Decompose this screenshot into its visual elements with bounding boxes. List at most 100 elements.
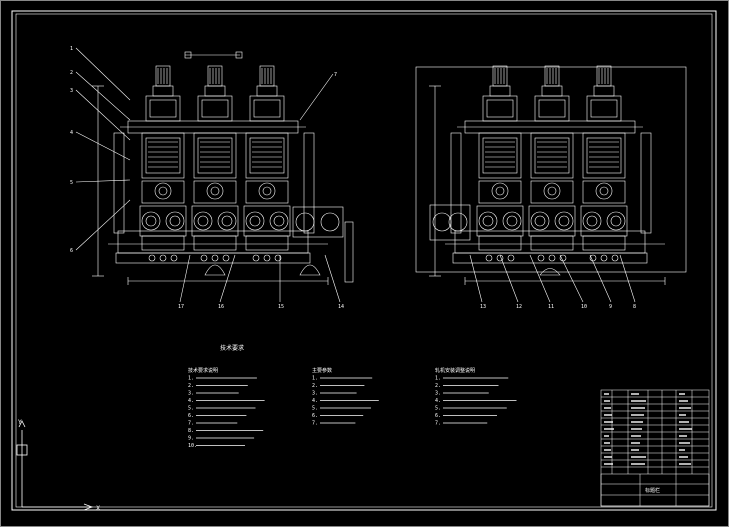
- note-line: 1.: [312, 376, 318, 382]
- stand-housing: [193, 132, 237, 179]
- ucs-y-label: Y: [17, 419, 22, 426]
- note-line: 6.: [312, 413, 318, 419]
- side-column: [113, 132, 125, 234]
- note-line: 7.: [312, 421, 318, 427]
- title-block-label: 标题栏: [645, 487, 660, 494]
- stand-base: [245, 235, 289, 251]
- stand-housing: [582, 132, 626, 179]
- support-roll: [245, 211, 265, 231]
- notes-heading: 技术要求: [220, 344, 244, 352]
- support-foot: [299, 264, 321, 276]
- work-roll: [595, 182, 613, 200]
- stand-base: [193, 235, 237, 251]
- side-column: [303, 132, 315, 234]
- leader-line: [75, 71, 131, 121]
- leader-line: [75, 89, 131, 141]
- callout-label: 2: [70, 70, 73, 76]
- gear-reducer: [429, 204, 471, 241]
- anchor-bolt: [252, 254, 260, 262]
- support-roll: [193, 211, 213, 231]
- anchor-bolt: [222, 254, 230, 262]
- drive-shaft: [344, 221, 354, 283]
- note-line: 5.: [188, 406, 194, 412]
- work-roll: [258, 182, 276, 200]
- anchor-bolt: [548, 254, 556, 262]
- callout-label: 1: [70, 46, 73, 52]
- base-frame: [117, 230, 309, 254]
- bearing-chock: [243, 205, 291, 237]
- upper-housing: [197, 95, 233, 122]
- note-line: 技术要求说明: [188, 367, 218, 374]
- note-line: 7.: [435, 421, 441, 427]
- stand-base: [582, 235, 626, 251]
- foundation-plate: [452, 252, 648, 264]
- upper-housing: [586, 95, 622, 122]
- title-block-bottom: [600, 473, 710, 507]
- note-line: 4.: [188, 398, 194, 404]
- callout-label: 17: [178, 304, 184, 310]
- screwdown-flange: [541, 85, 563, 97]
- note-line: 1.: [188, 376, 194, 382]
- gear: [295, 212, 315, 232]
- gear: [448, 212, 468, 232]
- anchor-bolt: [200, 254, 208, 262]
- callout-label: 5: [70, 180, 73, 186]
- title-block: 标题栏: [600, 389, 710, 507]
- work-roll: [543, 182, 561, 200]
- anchor-bolt: [263, 254, 271, 262]
- callout-label: 14: [338, 304, 344, 310]
- support-roll: [582, 211, 602, 231]
- upper-housing: [145, 95, 181, 122]
- note-line: 5.: [435, 406, 441, 412]
- right-view-frame: [415, 66, 687, 273]
- sheet-border-outer: [11, 10, 717, 511]
- base-frame: [454, 230, 646, 254]
- anchor-bolt: [507, 254, 515, 262]
- callout-label: 12: [516, 304, 522, 310]
- stand-housing: [141, 132, 185, 179]
- gear: [320, 212, 340, 232]
- stand-base: [478, 235, 522, 251]
- note-line: 3.: [435, 391, 441, 397]
- stand-housing: [478, 132, 522, 179]
- upper-housing: [249, 95, 285, 122]
- screwdown-flange: [204, 85, 226, 97]
- callout-label: 13: [480, 304, 486, 310]
- anchor-bolt: [611, 254, 619, 262]
- gear: [432, 212, 452, 232]
- note-line: 8.: [188, 428, 194, 434]
- leader-line: [619, 254, 636, 303]
- support-foot: [204, 264, 226, 276]
- screwdown-flange: [489, 85, 511, 97]
- anchor-bolt: [537, 254, 545, 262]
- support-roll: [530, 211, 550, 231]
- anchor-bolt: [485, 254, 493, 262]
- note-line: 2.: [435, 383, 441, 389]
- support-roll: [165, 211, 185, 231]
- note-line: 1.: [435, 376, 441, 382]
- work-roll: [206, 182, 224, 200]
- leader-line: [589, 254, 612, 303]
- support-roll: [554, 211, 574, 231]
- support-roll: [217, 211, 237, 231]
- callout-label: 10: [581, 304, 587, 310]
- sheet-border-inner: [15, 13, 713, 508]
- anchor-bolt: [148, 254, 156, 262]
- callout-label: 11: [548, 304, 554, 310]
- upper-housing: [534, 95, 570, 122]
- bearing-chock: [528, 205, 576, 237]
- callout-label: 7: [334, 72, 337, 78]
- foundation-plate: [115, 252, 311, 264]
- note-line: 主要参数: [312, 367, 332, 374]
- anchor-bolt: [274, 254, 282, 262]
- note-line: 4.: [435, 398, 441, 404]
- callout-label: 4: [70, 130, 73, 136]
- bearing-chock: [580, 205, 628, 237]
- side-column: [640, 132, 652, 234]
- screwdown-flange: [256, 85, 278, 97]
